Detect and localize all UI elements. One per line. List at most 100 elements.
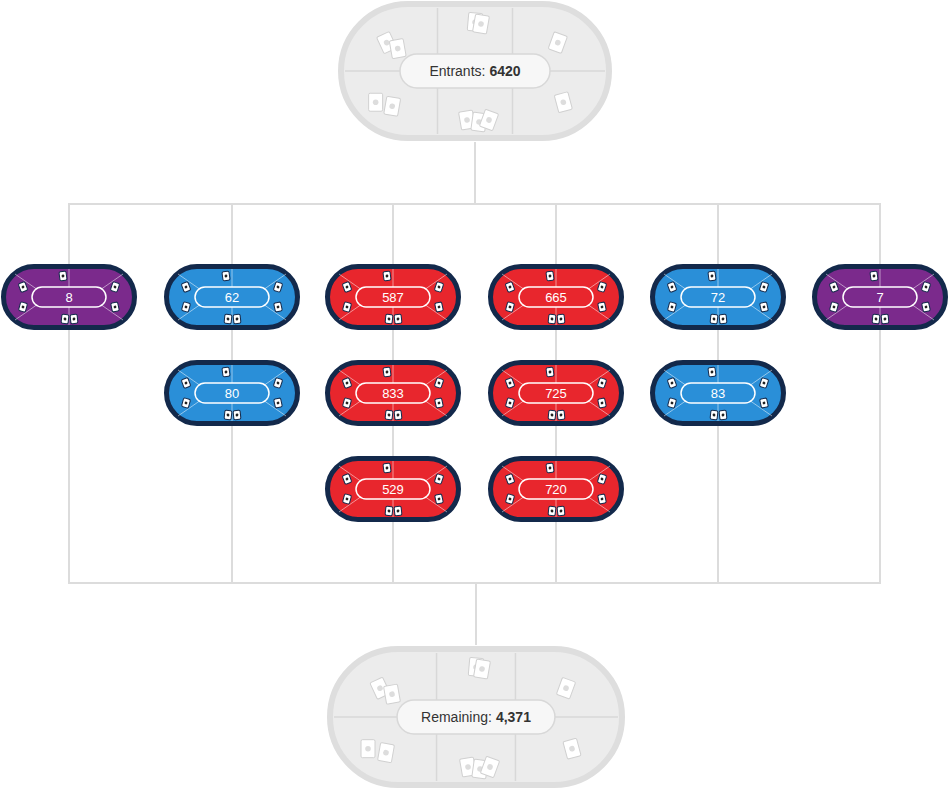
bracket-line <box>393 142 475 264</box>
poker-table: 725 <box>488 360 624 426</box>
bracket-line <box>232 142 475 264</box>
poker-table: 80 <box>164 360 300 426</box>
table-label: 587 <box>325 264 461 330</box>
table-label: 62 <box>164 264 300 330</box>
card-icon <box>881 314 889 324</box>
poker-table: 62 <box>164 264 300 330</box>
table-count: 725 <box>545 386 567 401</box>
table-label: 665 <box>488 264 624 330</box>
summary-table: Entrants:6420 <box>337 0 613 142</box>
card-icon <box>505 398 514 409</box>
card-icon <box>224 410 232 420</box>
table-value: 6420 <box>489 63 520 79</box>
table-count: 833 <box>382 386 404 401</box>
poker-table: 587 <box>325 264 461 330</box>
card-icon <box>385 410 393 420</box>
card-icon <box>829 282 839 293</box>
table-count: 7 <box>876 290 883 305</box>
card-icon <box>719 410 727 420</box>
card-icon <box>385 314 393 324</box>
card-icon <box>598 302 607 312</box>
card-icon <box>274 398 283 408</box>
card-icon <box>61 314 69 324</box>
card-icon <box>222 271 230 281</box>
table-label: 8 <box>1 264 137 330</box>
card-icon <box>394 506 402 516</box>
bracket-line <box>392 330 394 360</box>
card-icon <box>378 743 395 763</box>
table-count: 80 <box>225 386 239 401</box>
card-icon <box>667 378 677 389</box>
card-icon <box>546 463 554 473</box>
poker-table: 72 <box>650 264 786 330</box>
bracket-line <box>232 426 476 645</box>
card-icon <box>435 494 444 504</box>
card-icon <box>921 282 930 293</box>
table-label: Entrants:6420 <box>337 0 613 142</box>
card-icon <box>598 494 607 504</box>
card-icon <box>667 302 676 313</box>
card-icon <box>598 398 607 408</box>
card-icon <box>554 92 572 113</box>
card-icon <box>342 302 351 313</box>
card-icon <box>710 314 718 324</box>
bracket-line <box>717 330 719 360</box>
card-icon <box>435 302 444 312</box>
table-count: 587 <box>382 290 404 305</box>
poker-table: 529 <box>325 456 461 522</box>
table-label: 720 <box>488 456 624 522</box>
card-icon <box>760 398 769 408</box>
table-count: 83 <box>711 386 725 401</box>
card-icon <box>273 378 282 389</box>
card-icon <box>548 410 556 420</box>
card-icon <box>342 398 351 409</box>
card-icon <box>70 314 78 324</box>
table-label: 725 <box>488 360 624 426</box>
table-label: 72 <box>650 264 786 330</box>
table-label: 80 <box>164 360 300 426</box>
summary-table: Remaining:4,371 <box>326 645 626 789</box>
card-icon <box>556 677 575 699</box>
card-icon <box>708 367 716 377</box>
card-icon <box>222 367 230 377</box>
card-icon <box>434 282 443 293</box>
card-icon <box>342 378 352 389</box>
card-icon <box>473 14 490 34</box>
table-value: 4,371 <box>496 709 531 725</box>
card-icon <box>870 271 878 281</box>
card-icon <box>394 314 402 324</box>
card-icon <box>546 367 554 377</box>
card-icon <box>384 96 401 116</box>
bracket-line <box>476 330 880 645</box>
card-icon <box>224 314 232 324</box>
card-icon <box>18 282 28 293</box>
card-icon <box>342 282 352 293</box>
poker-table: 665 <box>488 264 624 330</box>
card-icon <box>273 282 282 293</box>
table-label: 529 <box>325 456 461 522</box>
bracket-line <box>555 330 557 360</box>
bracket-line <box>555 426 557 456</box>
card-icon <box>872 314 880 324</box>
card-icon <box>233 314 241 324</box>
poker-table: 720 <box>488 456 624 522</box>
card-icon <box>385 506 393 516</box>
card-icon <box>181 378 191 389</box>
card-icon <box>342 474 352 485</box>
card-icon <box>434 474 443 485</box>
table-count: 529 <box>382 482 404 497</box>
card-icon <box>719 314 727 324</box>
table-count: Entrants: <box>429 63 485 79</box>
card-icon <box>383 463 391 473</box>
poker-table: 833 <box>325 360 461 426</box>
card-icon <box>59 271 67 281</box>
table-label: 7 <box>812 264 948 330</box>
card-icon <box>505 282 515 293</box>
card-icon <box>557 314 565 324</box>
card-icon <box>111 302 120 312</box>
card-icon <box>369 93 383 111</box>
card-icon <box>274 302 283 312</box>
card-icon <box>233 410 241 420</box>
card-icon <box>546 271 554 281</box>
card-icon <box>829 302 838 313</box>
